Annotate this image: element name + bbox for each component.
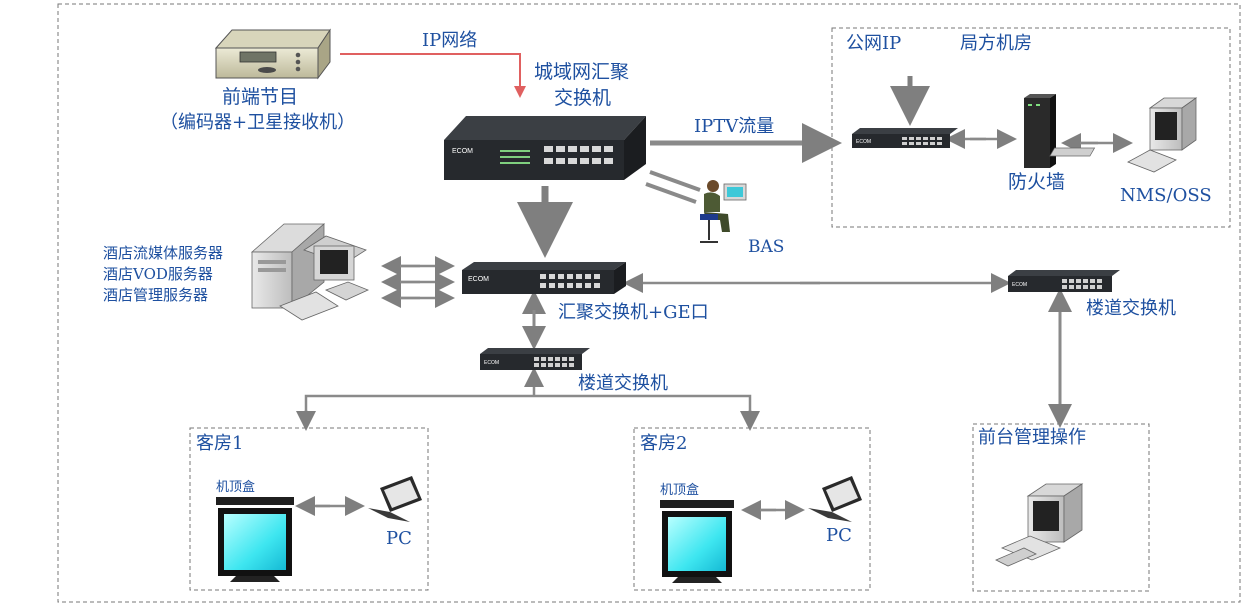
floor-to-rooms-bus: [304, 394, 752, 424]
room2-label: 客房2: [640, 433, 688, 454]
pc2-label: PC: [826, 525, 852, 546]
metro-switch-label-1: 城域网汇聚: [534, 61, 630, 83]
ip-network-link: [340, 53, 526, 98]
nms-oss-label: NMS/OSS: [1120, 185, 1212, 206]
floor-switch-right-device: [1008, 270, 1120, 292]
agg-switch-label: 汇聚交换机+GE口: [558, 302, 709, 323]
stb1-label: 机顶盒: [216, 480, 256, 495]
room2-laptop-device: [808, 476, 862, 522]
bas-link-1: [649, 170, 701, 192]
room1-label: 客房1: [196, 433, 244, 454]
room1-stb-tv-device: [216, 497, 294, 582]
agg-switch-brand: ECOM: [468, 276, 489, 283]
firewall-label: 防火墙: [1008, 171, 1066, 193]
front-desk-label: 前台管理操作: [978, 427, 1086, 448]
nms-computer-device: [1049, 97, 1198, 173]
ip-network-label: IP网络: [422, 30, 478, 51]
office-room-label: 局方机房: [960, 33, 1032, 54]
floor-left-brand: ECOM: [484, 360, 499, 366]
hotel-streaming-label: 酒店流媒体服务器: [103, 244, 224, 262]
bas-label: BAS: [748, 237, 785, 257]
iptv-flow-label: IPTV流量: [694, 116, 775, 137]
metro-switch-brand: ECOM: [452, 148, 473, 155]
floor-switch-left-label: 楼道交换机: [578, 373, 668, 394]
floor-switch-left-device: [480, 348, 590, 370]
hotel-server-device: [250, 223, 370, 321]
aggregation-switch-device: [462, 262, 626, 294]
room2-frame: [633, 427, 871, 591]
floor-switch-right-label: 楼道交换机: [1086, 298, 1176, 319]
bas-operator-device: [700, 180, 747, 243]
floor-right-brand: ECOM: [1012, 282, 1027, 288]
metro-switch-device: [444, 116, 646, 180]
hotel-vod-label: 酒店VOD服务器: [103, 265, 213, 283]
public-ip-label: 公网IP: [846, 33, 902, 54]
outer-frame: [57, 3, 1241, 603]
hotel-mgmt-label: 酒店管理服务器: [103, 286, 209, 304]
headend-label: 前端节目: [222, 86, 299, 108]
headend-device: [214, 28, 331, 80]
server-links: [381, 256, 455, 308]
room1-laptop-device: [368, 476, 422, 522]
front-desk-computer-device: [995, 483, 1084, 567]
stb2-label: 机顶盒: [660, 483, 700, 498]
office-switch-brand: ECOM: [856, 139, 871, 145]
office-switch-device: [852, 128, 958, 148]
room2-stb-tv-device: [660, 500, 734, 583]
metro-switch-label-2: 交换机: [554, 87, 612, 109]
firewall-device: [1024, 94, 1056, 168]
pc1-label: PC: [386, 528, 412, 549]
headend-sub-label: （编码器+卫星接收机）: [160, 112, 356, 133]
bas-link-2: [645, 182, 697, 204]
